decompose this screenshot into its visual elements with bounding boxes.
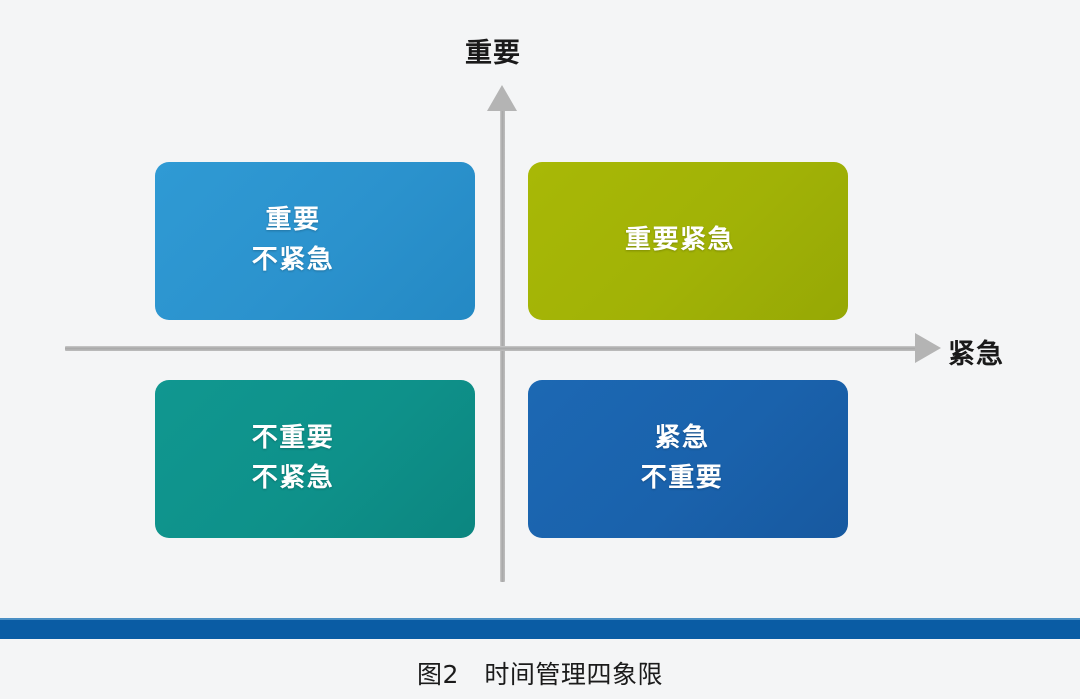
quadrant-face <box>528 162 848 320</box>
quadrant-not-important-not-urgent[interactable]: 不重要 不紧急 <box>155 380 484 538</box>
quadrant-face <box>155 380 475 538</box>
quadrant-label: 重要 不紧急 <box>251 205 335 275</box>
horizontal-axis-label: 紧急 <box>948 339 1004 370</box>
quadrant-label: 紧急 不重要 <box>640 423 724 493</box>
quadrant-face <box>528 380 848 538</box>
quadrant-label: 不重要 不紧急 <box>251 423 335 493</box>
quadrant-label: 重要紧急 <box>624 225 735 256</box>
quadrant-face <box>155 162 475 320</box>
vertical-axis-arrow-icon <box>487 85 517 111</box>
vertical-axis-line <box>500 104 505 582</box>
quadrant-important-not-urgent[interactable]: 重要 不紧急 <box>155 162 484 320</box>
horizontal-axis-line <box>65 346 920 351</box>
quadrant-important-urgent[interactable]: 重要紧急 <box>528 162 857 320</box>
figure-caption: 图2 时间管理四象限 <box>417 660 663 689</box>
vertical-axis-label: 重要 <box>465 38 521 69</box>
page-divider-bar <box>0 618 1080 639</box>
horizontal-axis-arrow-icon <box>915 333 941 363</box>
quadrant-urgent-not-important[interactable]: 紧急 不重要 <box>528 380 857 538</box>
